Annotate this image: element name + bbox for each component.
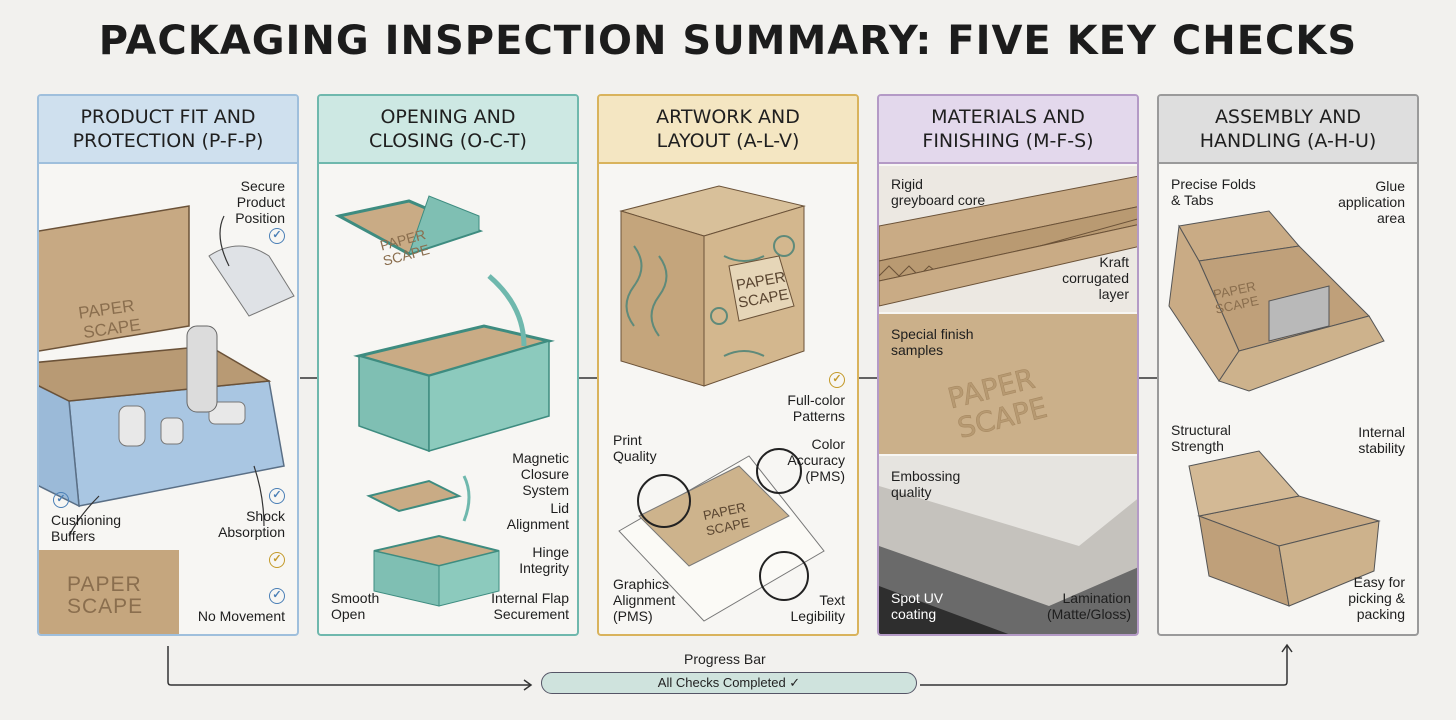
check-icon: ✓ <box>269 488 285 504</box>
label-graphics-alignment: Graphics Alignment (PMS) <box>613 576 676 624</box>
magnetic-box-illustration: PAPER SCAPE <box>334 195 555 607</box>
check-icon: ✓ <box>53 492 69 508</box>
check-icon: ✓ <box>269 228 285 244</box>
panel-assembly-handling: ASSEMBLY AND HANDLING (A-H-U) PAPER SCAP… <box>1157 94 1419 636</box>
label-lid: Lid Alignment <box>506 500 569 532</box>
check-icon: ✓ <box>269 552 285 568</box>
page-title: PACKAGING INSPECTION SUMMARY: FIVE KEY C… <box>98 18 1358 64</box>
panel-heading: MATERIALS AND FINISHING (M-F-S) <box>879 96 1137 164</box>
label-embossing: Embossing quality <box>891 468 961 500</box>
label-no-movement: No Movement <box>197 608 285 624</box>
label-kraft: Kraft corrugated layer <box>1062 254 1129 302</box>
label-rigid: Rigid greyboard core <box>891 176 986 208</box>
product-box-illustration: PAPER SCAPE <box>39 205 295 634</box>
panel-heading: OPENING AND CLOSING (O-C-T) <box>319 96 577 164</box>
label-internal-stability: Internal stability <box>1358 424 1405 456</box>
label-print-quality: Print Quality <box>613 432 657 464</box>
label-cushioning: Cushioning Buffers <box>51 512 122 544</box>
label-lamination: Lamination (Matte/Gloss) <box>1046 590 1131 622</box>
panel-heading: ARTWORK AND LAYOUT (A-L-V) <box>599 96 857 164</box>
label-text-legibility: Text Legibility <box>790 592 845 624</box>
panel-materials-finishing: MATERIALS AND FINISHING (M-F-S) PAPER SC… <box>877 94 1139 636</box>
label-secure-position: Secure Product Position <box>235 178 285 226</box>
label-spot-uv: Spot UV coating <box>891 590 944 622</box>
panel-heading: ASSEMBLY AND HANDLING (A-H-U) <box>1159 96 1417 164</box>
label-precise-folds: Precise Folds & Tabs <box>1171 176 1256 208</box>
label-shock: Shock Absorption <box>218 508 285 540</box>
label-glue: Glue application area <box>1338 178 1405 226</box>
check-icon: ✓ <box>829 372 845 388</box>
label-easy-picking: Easy for picking & packing <box>1348 574 1405 622</box>
brand-logo-sample: PAPER SCAPE <box>67 573 144 618</box>
panel-heading: PRODUCT FIT AND PROTECTION (P-F-P) <box>39 96 297 164</box>
progress-label: Progress Bar <box>684 651 766 667</box>
materials-samples-illustration: PAPER SCAPE <box>879 166 1137 634</box>
assembly-box-illustration: PAPER SCAPE <box>1168 210 1385 607</box>
label-hinge: Hinge Integrity <box>519 544 569 576</box>
panel-product-fit: PRODUCT FIT AND PROTECTION (P-F-P) PAPER… <box>37 94 299 636</box>
label-internal-flap: Internal Flap Securement <box>491 590 569 622</box>
label-structural: Structural Strength <box>1171 422 1231 454</box>
label-special-finish: Special finish samples <box>891 326 974 358</box>
artwork-box-illustration: PAPER SCAPE PAPER SCAPE <box>618 185 825 622</box>
label-smooth-open: Smooth Open <box>331 590 380 622</box>
progress-bar: All Checks Completed ✓ <box>541 672 917 694</box>
panel-artwork-layout: ARTWORK AND LAYOUT (A-L-V) PAPER SCAPE P… <box>597 94 859 636</box>
check-icon: ✓ <box>269 588 285 604</box>
panel-opening-closing: OPENING AND CLOSING (O-C-T) PAPER SCAPE … <box>317 94 579 636</box>
label-color-accuracy: Color Accuracy (PMS) <box>787 436 845 484</box>
label-magnetic: Magnetic Closure System <box>512 450 569 498</box>
label-full-color: Full-color Patterns <box>787 392 845 424</box>
